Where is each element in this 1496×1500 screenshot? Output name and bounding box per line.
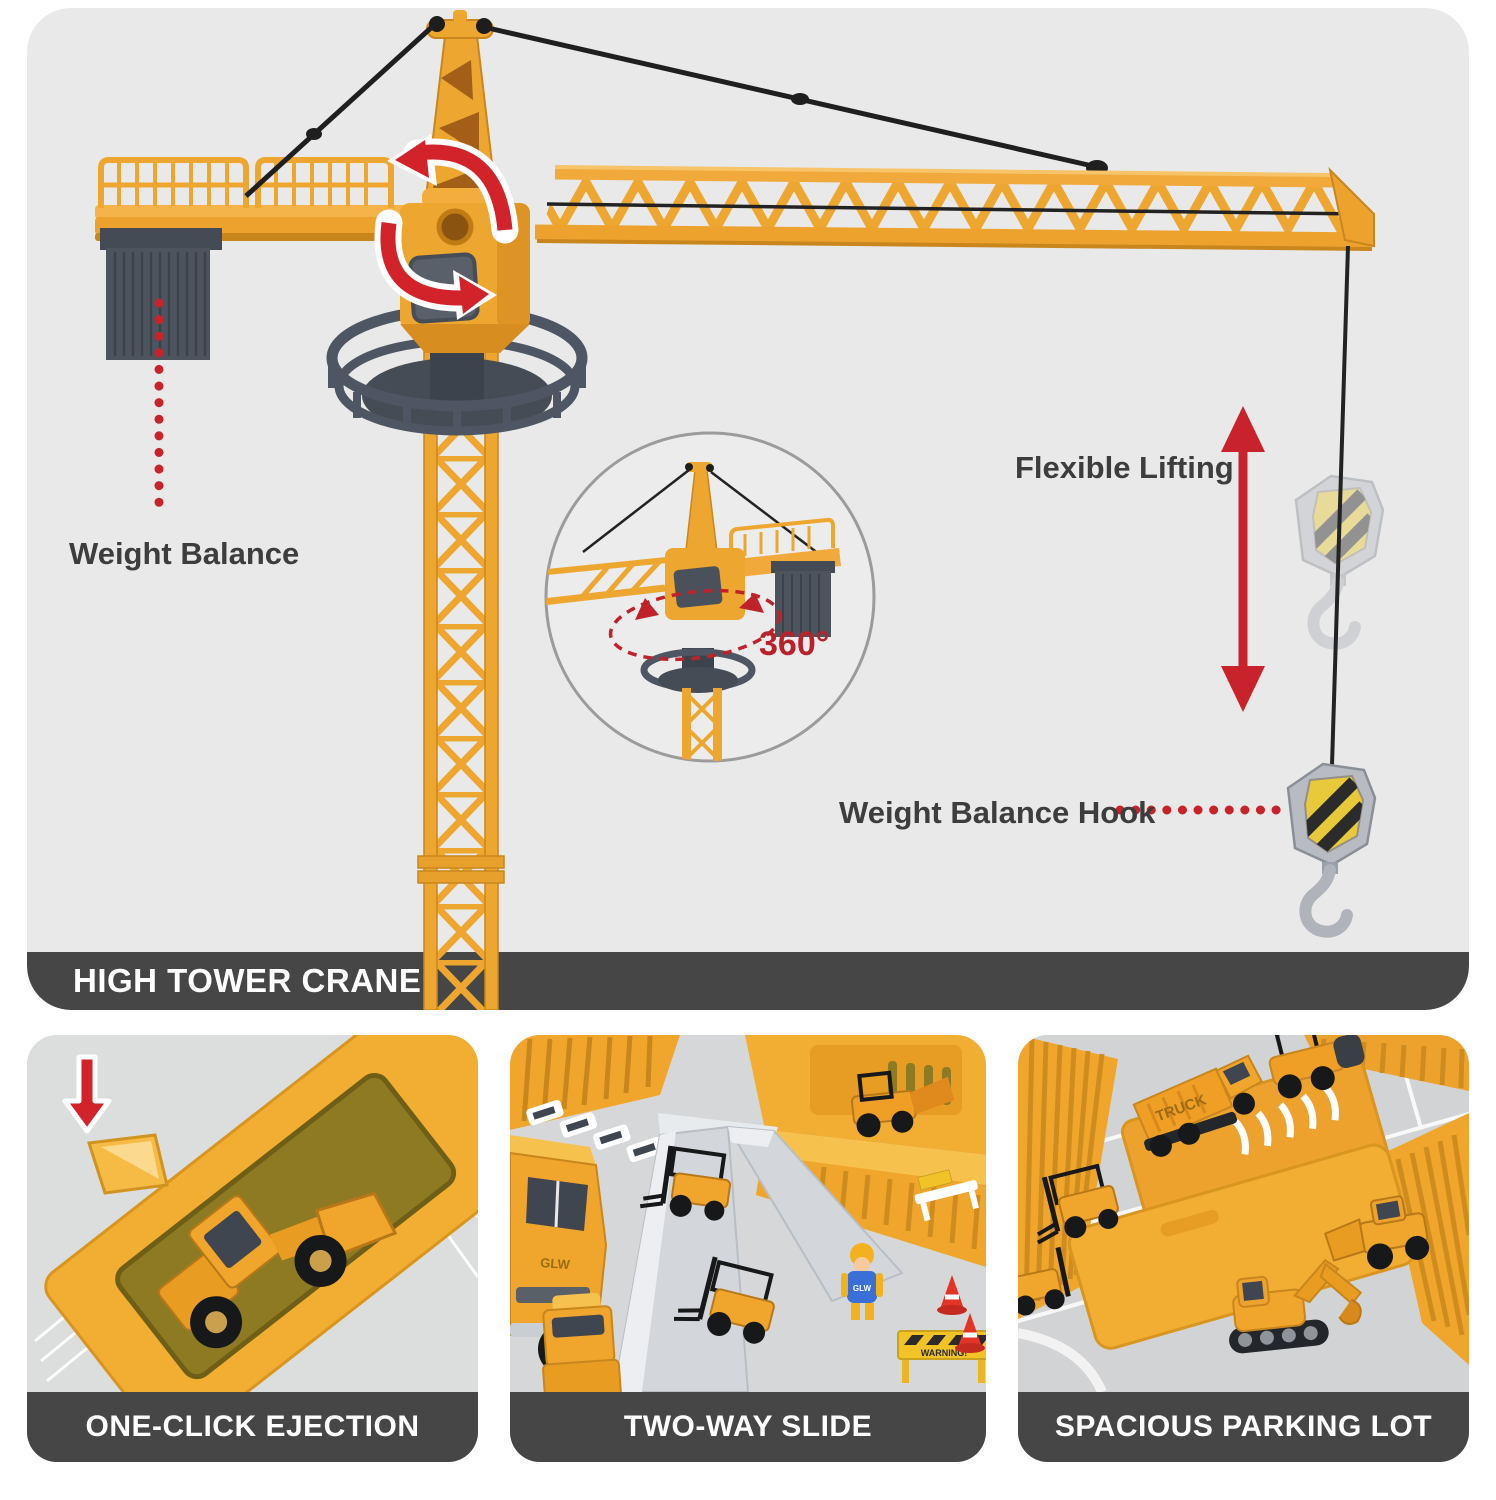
weight-balance-hook — [1288, 764, 1375, 932]
wheel-loader-parked — [1323, 1195, 1430, 1270]
tower-peak — [422, 10, 500, 215]
excavator — [1229, 1258, 1363, 1354]
slew-basket — [326, 304, 588, 436]
hero-banner: HIGH TOWER CRANE — [27, 952, 1469, 1010]
rotation-360-label: 360° — [759, 625, 830, 663]
road-roller — [1268, 1035, 1365, 1099]
parking-banner: SPACIOUS PARKING LOT — [1018, 1392, 1469, 1462]
ejection-photo: P — [27, 1035, 478, 1392]
press-arrow-icon — [62, 1054, 112, 1134]
cargo-signs — [526, 1100, 664, 1163]
slide-banner-label: TWO-WAY SLIDE — [623, 1410, 873, 1443]
forklift-lower — [673, 1256, 775, 1344]
inset-360-dashes — [608, 588, 782, 662]
dump-truck-small — [542, 1292, 623, 1392]
toy-case — [44, 1035, 478, 1392]
feature-card-slide: GLW — [510, 1035, 986, 1462]
forklift-upper — [639, 1145, 732, 1221]
hero-banner-label: HIGH TOWER CRANE — [73, 962, 422, 999]
forklift-parked-2 — [1018, 1246, 1071, 1316]
worker-figure: GLW — [841, 1243, 883, 1320]
hero-section: HIGH TOWER CRANE — [27, 8, 1469, 1010]
counter-jib-platform — [95, 205, 427, 241]
counterweight-block — [100, 228, 222, 360]
tower-mast — [417, 343, 505, 1010]
white-barrier — [914, 1169, 979, 1222]
ejection-banner: ONE-CLICK EJECTION — [27, 1392, 478, 1462]
hook-upper-ghost — [1296, 476, 1383, 644]
traffic-cones — [937, 1275, 985, 1353]
tower-crane-illustration — [95, 10, 1469, 1010]
feature-card-parking: TRUCK — [1018, 1035, 1469, 1462]
wheel-loader-top — [850, 1070, 955, 1138]
turntable-cab — [400, 188, 530, 353]
dump-truck: TRUCK — [1132, 1054, 1264, 1157]
jib-boom — [534, 165, 1375, 251]
platform-railing — [98, 157, 394, 208]
ejection-banner-label: ONE-CLICK EJECTION — [85, 1410, 420, 1443]
slide-photo: GLW — [510, 1035, 986, 1392]
road-curve — [1018, 1328, 1107, 1392]
toy-wheel-loader — [157, 1191, 398, 1349]
slide-banner: TWO-WAY SLIDE — [510, 1392, 986, 1462]
rotation-inset — [544, 431, 876, 763]
hoist-cable — [1330, 245, 1350, 766]
weight-balance-hook-label: Weight Balance Hook — [839, 795, 1156, 830]
truck-door-logo: GLW — [540, 1255, 571, 1272]
warning-text: WARNING! — [921, 1348, 968, 1358]
ejection-button — [87, 1133, 169, 1195]
forklift-parked — [1036, 1163, 1119, 1245]
feature-card-ejection: P — [27, 1035, 478, 1462]
vest-logo: GLW — [853, 1284, 872, 1293]
flexible-lifting-label: Flexible Lifting — [1015, 450, 1234, 485]
rotation-arrows — [374, 134, 519, 320]
weight-balance-label: Weight Balance — [69, 536, 300, 571]
parking-banner-label: SPACIOUS PARKING LOT — [1054, 1410, 1433, 1443]
tie-cables — [244, 24, 1108, 198]
parking-photo: TRUCK — [1018, 1035, 1469, 1392]
